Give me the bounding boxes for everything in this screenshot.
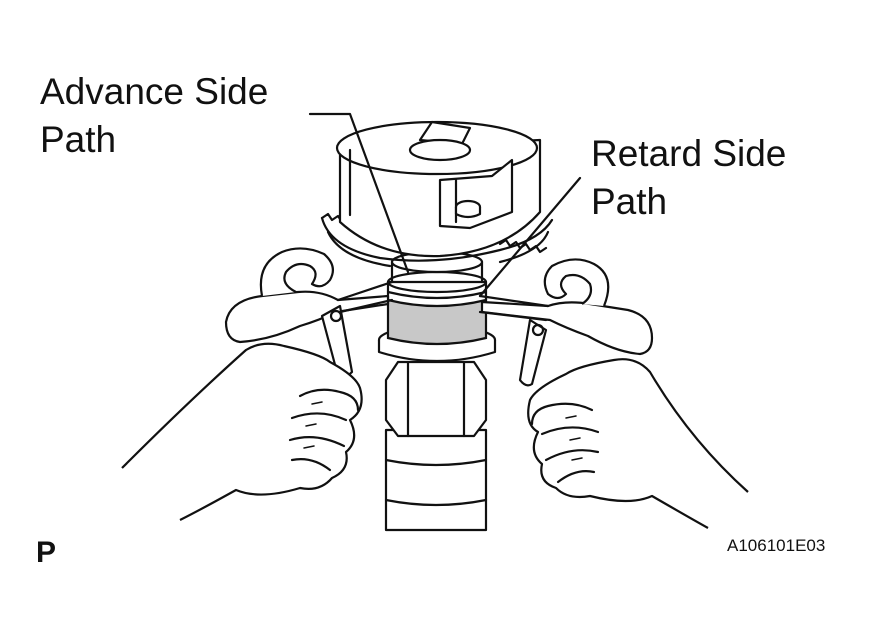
camshaft (384, 428, 488, 532)
advance-leader-line (308, 112, 410, 274)
camshaft-hex (384, 360, 488, 438)
retard-label-line2: Path (591, 181, 668, 222)
hand-left (121, 342, 363, 521)
retard-label-line1: Retard Side (591, 133, 787, 174)
retard-side-path-label: Retard Side Path (591, 130, 786, 226)
journal-bearing (386, 250, 488, 346)
advance-label-line1: Advance Side (40, 71, 269, 112)
retard-leader-line (478, 176, 582, 298)
hand-right (527, 358, 749, 529)
section-mark: P (36, 536, 57, 569)
figure-code: A106101E03 (727, 536, 826, 555)
cam-timing-gear (320, 120, 554, 268)
advance-label-line2: Path (40, 119, 117, 160)
air-gun-right (478, 258, 654, 387)
advance-side-path-label: Advance Side Path (40, 68, 268, 164)
